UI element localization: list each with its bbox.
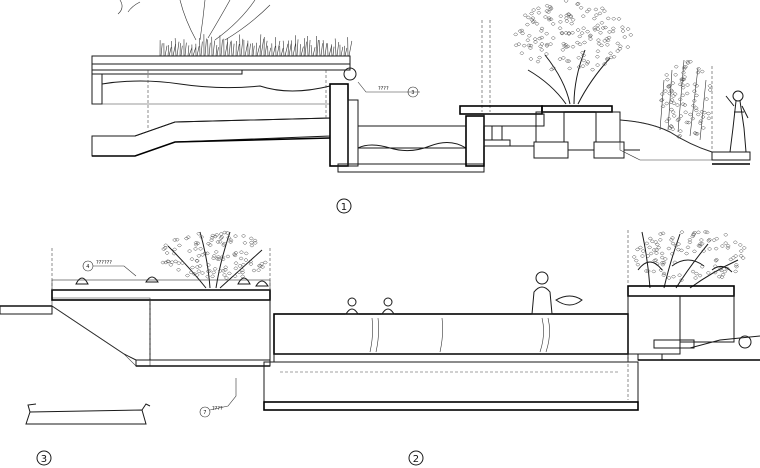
callout-s2-left: 4 ?????? [82,260,137,277]
planter-bed-2 [51,248,271,361]
planter-bed-1 [91,55,351,116]
callout-s2-left-number: 4 [86,264,89,270]
section-marker-3-label: 3 [41,454,47,465]
fountain-wall-2 [263,313,639,411]
section-3: 3 [25,403,151,466]
sloped-base-1 [91,70,331,157]
section-marker-1-label: 1 [341,202,347,213]
planting-tufts-1 [159,34,353,57]
callout-s2-bottom-number: 7 [203,410,206,416]
callout-s1-text: ???? [378,86,389,92]
section-marker-1: 1 [336,198,352,214]
section-marker-2: 2 [408,450,424,466]
ground-right-1 [619,66,751,165]
steps-right-2 [637,335,760,361]
section-2: 4 ?????? [0,230,760,466]
callout-s2-bottom: 7 ???? [199,378,237,418]
fountain-figures-2 [345,271,583,315]
deck-platform-1 [459,105,640,159]
human-figure-1 [725,90,749,153]
callout-s1-number: 3 [411,90,414,96]
callout-s1-detail: ???? 3 [357,81,420,98]
pool-basin-1 [329,20,491,173]
tree-center-1 [513,0,634,105]
tree-top-left [117,0,271,41]
tree-right-2 [631,230,747,289]
callout-s2-left-text: ?????? [96,260,112,266]
section-1: ???? 3 [91,0,751,214]
planter-pots-2 [75,276,269,287]
section-marker-2-label: 2 [413,454,419,465]
planter-right-2 [627,230,735,355]
callout-s2-bottom-text: ???? [212,406,223,412]
water-jets-2 [369,317,550,353]
shrub-right-1 [659,59,713,141]
tree-left-2 [160,230,268,289]
stairs-left-2 [0,297,271,367]
section-marker-3: 3 [36,450,52,466]
